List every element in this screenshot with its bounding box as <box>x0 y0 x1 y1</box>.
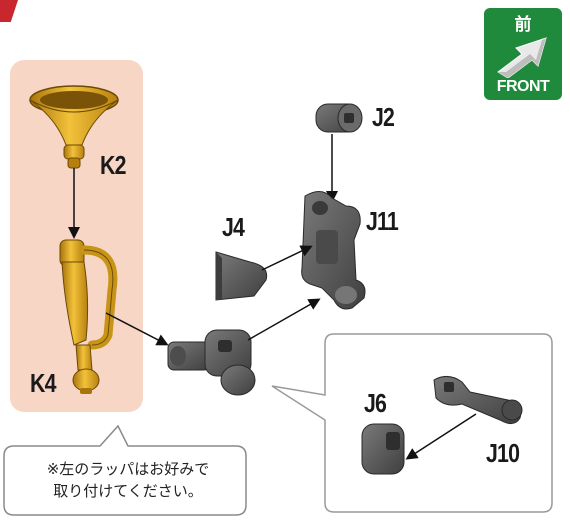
label-j10: J10 <box>486 438 520 468</box>
arrow-j4-j11 <box>261 245 313 271</box>
part-j4 <box>215 251 268 301</box>
front-badge: 前 FRONT <box>484 8 562 100</box>
note-bubble <box>3 424 247 516</box>
front-label: FRONT <box>496 78 550 95</box>
label-k2: K2 <box>100 150 126 180</box>
part-k4 <box>59 239 118 394</box>
detail-callout <box>271 333 553 513</box>
part-j11 <box>301 191 366 310</box>
arrow-joint-j11 <box>247 298 321 341</box>
part-k2 <box>29 85 119 169</box>
note-text: ※左のラッパはお好みで 取り付けてください。 <box>12 458 244 502</box>
arrow-j10-j6 <box>405 413 477 460</box>
front-kanji: 前 <box>514 15 532 35</box>
label-j11: J11 <box>366 206 399 236</box>
label-j4: J4 <box>222 212 245 242</box>
front-arrow-icon <box>497 37 547 78</box>
part-j6 <box>361 423 405 475</box>
part-center-joint <box>167 329 256 396</box>
label-j6: J6 <box>364 388 387 418</box>
part-j2 <box>315 103 363 133</box>
note-line-2: 取り付けてください。 <box>53 482 203 500</box>
arrow-k4-joint <box>105 312 169 346</box>
note-line-1: ※左のラッパはお好みで <box>46 460 210 478</box>
part-j10 <box>433 376 523 424</box>
label-j2: J2 <box>372 102 395 132</box>
label-k4: K4 <box>30 368 56 398</box>
